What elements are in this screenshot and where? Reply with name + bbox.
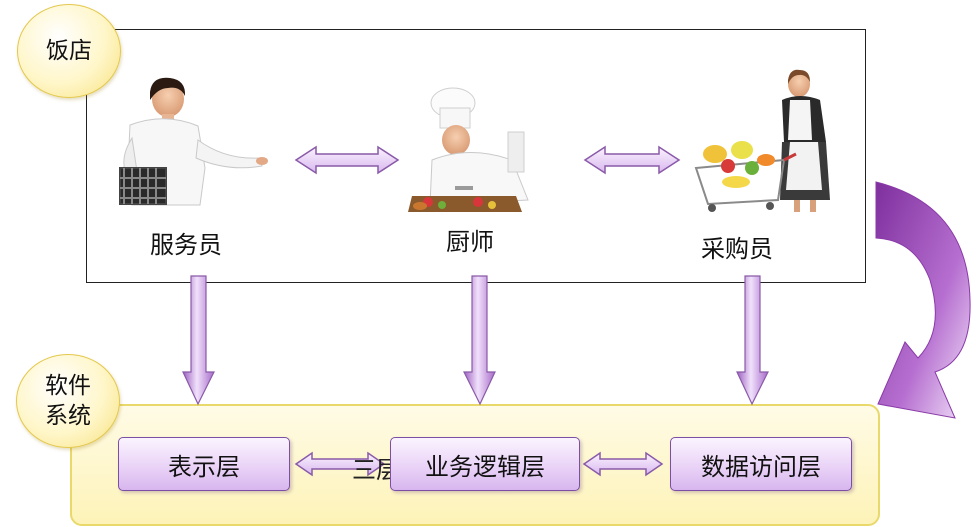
data-access-layer-label: 数据访问层 — [701, 452, 821, 481]
chef-illustration — [408, 87, 529, 212]
curved-arrow-restaurant-to-software — [875, 181, 971, 419]
double-arrow-presentation-business — [294, 451, 386, 477]
down-arrow-waiter-presentation — [182, 275, 215, 406]
buyer-illustration — [694, 69, 830, 212]
restaurant-badge-label: 饭店 — [46, 38, 92, 64]
presentation-layer-box: 表示层 — [118, 437, 290, 491]
business-logic-layer-box: 业务逻辑层 — [390, 437, 580, 491]
software-badge-line1: 软件 — [45, 373, 91, 399]
presentation-layer-label: 表示层 — [168, 452, 240, 481]
double-arrow-waiter-chef — [294, 145, 400, 175]
double-arrow-chef-buyer — [583, 145, 681, 175]
down-arrow-buyer-data — [736, 275, 769, 406]
buyer-label: 采购员 — [701, 235, 773, 263]
waiter-illustration — [119, 77, 268, 206]
down-arrow-chef-business — [463, 275, 496, 406]
restaurant-badge: 饭店 — [17, 4, 121, 98]
chef-label: 厨师 — [446, 228, 494, 256]
data-access-layer-box: 数据访问层 — [670, 437, 852, 491]
software-badge-line2: 系统 — [45, 403, 91, 429]
business-logic-layer-label: 业务逻辑层 — [425, 452, 545, 481]
double-arrow-business-data — [582, 451, 664, 477]
software-system-badge: 软件 系统 — [16, 354, 120, 448]
waiter-label: 服务员 — [150, 231, 222, 259]
